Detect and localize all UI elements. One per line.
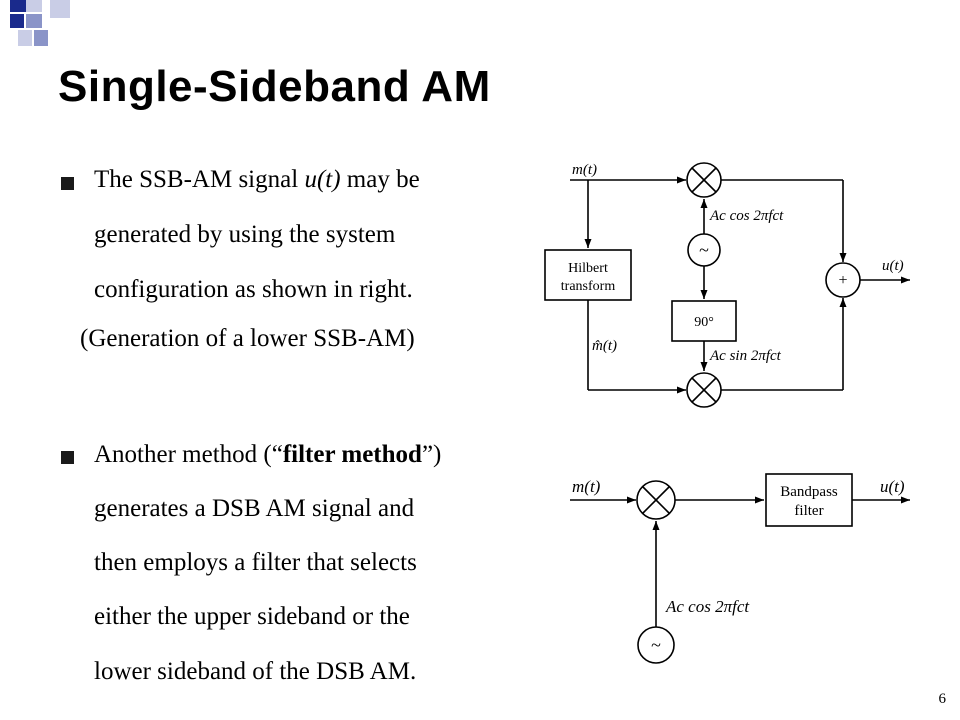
text-segment: The SSB-AM signal bbox=[94, 166, 305, 193]
text-segment: ”) bbox=[421, 441, 442, 468]
corner-square bbox=[26, 14, 42, 28]
corner-square bbox=[26, 0, 42, 12]
top-multiplier bbox=[686, 162, 722, 198]
input-label: m(t) bbox=[572, 162, 597, 178]
bullet-2-line-2: generates a DSB AM signal and bbox=[94, 495, 415, 522]
carrier-cos-label: Ac cos 2πfct bbox=[665, 597, 750, 616]
dsb-multiplier bbox=[636, 480, 676, 520]
carrier-sin-label: Ac sin 2πfct bbox=[709, 348, 782, 364]
bullet-marker bbox=[61, 451, 74, 464]
bullet-1-line-2: generated by using the system bbox=[94, 221, 396, 248]
bottom-multiplier bbox=[686, 372, 722, 408]
text-segment: may be bbox=[340, 166, 420, 193]
phase-shift-block bbox=[671, 300, 737, 342]
corner-square bbox=[50, 0, 70, 18]
bullet-2-line-1: Another method (“filter method”) bbox=[94, 440, 441, 470]
bullet-1-line-1: The SSB-AM signal u(t) may be bbox=[94, 165, 420, 195]
input-label: m(t) bbox=[572, 477, 601, 496]
output-label: u(t) bbox=[880, 477, 905, 496]
bullet-marker bbox=[61, 177, 74, 190]
hilbert-transform-block bbox=[544, 249, 632, 301]
signal-name: u(t) bbox=[304, 166, 341, 193]
corner-square bbox=[10, 14, 24, 28]
oscillator-symbol: ~ bbox=[699, 240, 709, 260]
page-number: 6 bbox=[938, 691, 947, 707]
bullet-1-line-3: configuration as shown in right. bbox=[94, 276, 413, 303]
output-label: u(t) bbox=[882, 258, 904, 274]
hilbert-output-label: m̂(t) bbox=[592, 338, 617, 354]
hilbert-label-2: transform bbox=[561, 279, 616, 294]
corner-square bbox=[10, 0, 26, 12]
corner-square bbox=[18, 30, 32, 46]
hilbert-label-1: Hilbert bbox=[568, 261, 608, 276]
carrier-cos-label: Ac cos 2πfct bbox=[709, 208, 784, 224]
oscillator-symbol: ~ bbox=[651, 635, 661, 655]
filter-label-1: Bandpass bbox=[780, 484, 838, 500]
bullet-1-line-4: (Generation of a lower SSB-AM) bbox=[80, 325, 415, 352]
method-name: filter method bbox=[282, 441, 422, 468]
corner-square bbox=[34, 30, 48, 46]
filter-label-2: filter bbox=[794, 503, 823, 519]
text-segment: Another method (“ bbox=[94, 441, 283, 468]
bullet-2-line-3: then employs a filter that selects bbox=[94, 549, 417, 576]
phase-shift-label: 90° bbox=[694, 315, 714, 330]
adder-symbol: + bbox=[838, 272, 847, 289]
bullet-2-line-5: lower sideband of the DSB AM. bbox=[94, 658, 417, 685]
slide-title: Single-Sideband AM bbox=[58, 62, 491, 111]
bullet-2-line-4: either the upper sideband or the bbox=[94, 603, 410, 630]
